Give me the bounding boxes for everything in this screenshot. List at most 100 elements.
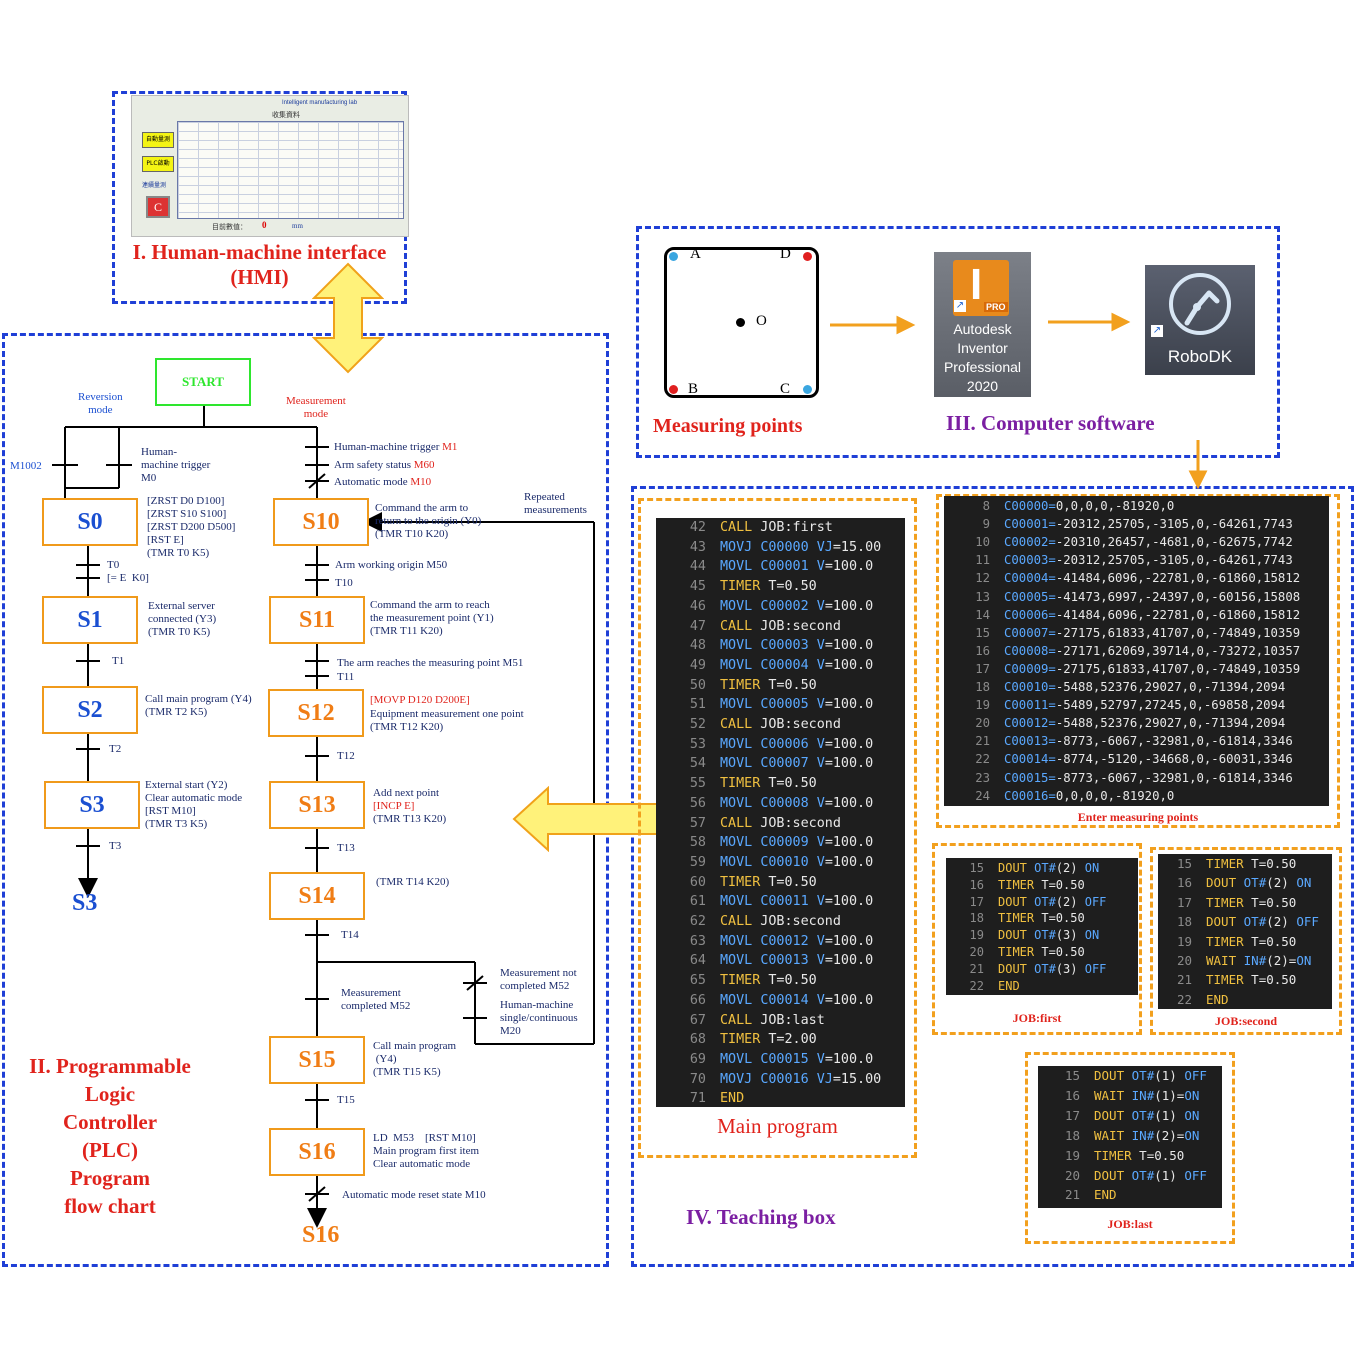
hmi-screen-header: Intelligent manufacturing lab bbox=[282, 100, 358, 106]
main-program-line-number: 48 bbox=[689, 638, 706, 654]
point-d-label: D bbox=[780, 246, 791, 262]
points-line: C00009=-27175,61833,41707,0,-74849,10359 bbox=[1004, 661, 1301, 676]
job-first-line: TIMER T=0.50 bbox=[998, 877, 1085, 892]
main-program-line: MOVL C00005 V=100.0 bbox=[720, 697, 874, 713]
main-program-line: CALL JOB:first bbox=[720, 520, 833, 535]
points-line: C00000=0,0,0,0,-81920,0 bbox=[1004, 499, 1175, 513]
hmi-continuous-label: 連續量測 bbox=[142, 182, 167, 189]
points-frame bbox=[936, 494, 1340, 828]
points-line: C00005=-41473,6997,-24397,0,-60156,15808 bbox=[1004, 589, 1301, 604]
measurement-mode-label: Measurement mode bbox=[286, 395, 346, 420]
points-line: C00002=-20310,26457,-4681,0,-62675,7742 bbox=[1004, 535, 1293, 550]
software-title: III. Computer software bbox=[946, 411, 1155, 435]
main-program-line-number: 71 bbox=[689, 1091, 706, 1107]
points-line: C00016=0,0,0,0,-81920,0 bbox=[1004, 788, 1175, 803]
main-program-line-number: 47 bbox=[689, 618, 706, 634]
main-program-line: CALL JOB:last bbox=[720, 1012, 825, 1028]
job-last-line-number: 17 bbox=[1064, 1107, 1080, 1123]
main-program-line-number: 53 bbox=[689, 736, 706, 752]
job-last-line: TIMER T=0.50 bbox=[1094, 1147, 1185, 1163]
hmi-data-grid bbox=[177, 121, 404, 219]
note-t15: T15 bbox=[337, 1094, 355, 1106]
hmi-reset-icon[interactable]: C bbox=[146, 196, 170, 218]
main-program-line-number: 54 bbox=[689, 756, 706, 772]
job-second-line: WAIT IN#(2)=ON bbox=[1206, 953, 1312, 968]
job-first-line: TIMER T=0.50 bbox=[998, 911, 1085, 926]
main-program-line: MOVL C00011 V=100.0 bbox=[720, 894, 874, 910]
points-line-number: 11 bbox=[975, 553, 990, 568]
note-m20: Human-machine single/continuous M20 bbox=[500, 999, 578, 1037]
hmi-plc-double-arrow bbox=[312, 262, 384, 374]
job-last-line: DOUT OT#(1) ON bbox=[1094, 1107, 1200, 1123]
main-program-line-number: 43 bbox=[689, 539, 706, 555]
job-last-line: DOUT OT#(1) OFF bbox=[1094, 1068, 1207, 1083]
job-second-line-number: 19 bbox=[1176, 933, 1192, 949]
hmi-table-title: 收集資料 bbox=[272, 111, 300, 119]
main-program-line: MOVL C00009 V=100.0 bbox=[720, 835, 874, 851]
note-s0: [ZRST D0 D100] [ZRST S10 S100] [ZRST D20… bbox=[147, 495, 236, 559]
main-program-line-number: 61 bbox=[689, 894, 706, 910]
points-line: C00004=-41484,6096,-22781,0,-61860,15812 bbox=[1004, 571, 1301, 586]
note-s2: Call main program (Y4) (TMR T2 K5) bbox=[145, 693, 252, 718]
main-program-line-number: 52 bbox=[689, 717, 706, 732]
points-line-number: 20 bbox=[975, 716, 990, 731]
main-program-line-number: 42 bbox=[689, 520, 706, 535]
plc-title: II. Programmable Logic Controller (PLC) … bbox=[29, 1054, 191, 1218]
points-line: C00011=-5489,52797,27245,0,-69858,2094 bbox=[1004, 698, 1286, 713]
main-program-caption: Main program bbox=[717, 1114, 838, 1138]
points-line: C00003=-20312,25705,-3105,0,-64261,7743 bbox=[1004, 553, 1293, 568]
main-program-line-number: 51 bbox=[689, 697, 706, 713]
condition-m10: Automatic mode M10 bbox=[334, 476, 432, 488]
job-first-line: TIMER T=0.50 bbox=[998, 945, 1085, 959]
hmi-auto-measure-button[interactable]: 自動量測 bbox=[142, 132, 174, 148]
point-a-marker bbox=[669, 252, 678, 261]
note-t2: T2 bbox=[109, 743, 122, 755]
main-program-line: CALL JOB:second bbox=[720, 914, 841, 929]
end-s16: S16 bbox=[302, 1222, 340, 1248]
job-second-line-number: 21 bbox=[1176, 972, 1192, 988]
note-m52a: Measurement completed M52 bbox=[341, 987, 411, 1012]
main-program-line: TIMER T=2.00 bbox=[720, 1032, 817, 1048]
job-second-caption: JOB:second bbox=[1214, 1014, 1277, 1028]
job-first-line-number: 19 bbox=[969, 928, 984, 943]
measuring-square bbox=[664, 247, 819, 398]
robodk-app-icon[interactable]: ↗ RoboDK bbox=[1145, 265, 1255, 375]
step-s3: S3 bbox=[44, 781, 140, 829]
point-a-label: A bbox=[690, 246, 701, 262]
points-line-number: 16 bbox=[975, 643, 990, 658]
note-t12: T12 bbox=[337, 750, 355, 762]
point-b-marker bbox=[669, 385, 678, 394]
inventor-pro-badge: PRO bbox=[984, 302, 1008, 312]
inventor-shortcut-icon: ↗ bbox=[954, 300, 966, 312]
main-program-line: MOVL C00004 V=100.0 bbox=[720, 657, 874, 673]
step-s12: S12 bbox=[268, 689, 364, 737]
repeated-label: Repeated measurements bbox=[524, 491, 587, 516]
plc-flow-lines bbox=[52, 406, 595, 1228]
job-first-line: DOUT OT#(3) OFF bbox=[998, 961, 1107, 976]
inventor-app-icon[interactable]: I PRO ↗ Autodesk Inventor Professional 2… bbox=[934, 252, 1031, 397]
note-s16: LD M53 [RST M10] Main program first item… bbox=[373, 1132, 480, 1170]
points-line: C00012=-5488,52376,29027,0,-71394,2094 bbox=[1004, 716, 1286, 731]
points-line-number: 15 bbox=[975, 625, 990, 640]
job-last-line: WAIT IN#(2)=ON bbox=[1094, 1127, 1200, 1143]
job-first-frame bbox=[932, 843, 1142, 1035]
hmi-plc-start-button[interactable]: PLC啟動 bbox=[142, 156, 174, 172]
main-program-line-number: 68 bbox=[689, 1032, 706, 1048]
job-second-line: TIMER T=0.50 bbox=[1206, 856, 1297, 871]
job-second-line-number: 16 bbox=[1176, 875, 1192, 891]
main-program-line: MOVL C00007 V=100.0 bbox=[720, 756, 874, 772]
main-program-line: CALL JOB:second bbox=[720, 618, 841, 634]
note-s10: Command the arm to return to the origin … bbox=[375, 502, 482, 540]
job-second-line-number: 20 bbox=[1176, 953, 1192, 968]
step-s2: S2 bbox=[42, 686, 138, 734]
points-line: C00006=-41484,6096,-22781,0,-61860,15812 bbox=[1004, 607, 1301, 622]
note-s15: Call main program (Y4) (TMR T15 K5) bbox=[373, 1040, 457, 1078]
note-s14: (TMR T14 K20) bbox=[376, 876, 450, 888]
job-second-line-number: 15 bbox=[1176, 856, 1192, 871]
teaching-panel bbox=[631, 486, 1354, 1267]
left-trigger-label: Human- machine trigger M0 bbox=[141, 446, 211, 484]
points-line-number: 18 bbox=[975, 680, 990, 694]
condition-m60: Arm safety status M60 bbox=[334, 459, 435, 471]
point-o-marker bbox=[736, 318, 745, 327]
point-c-marker bbox=[803, 385, 812, 394]
